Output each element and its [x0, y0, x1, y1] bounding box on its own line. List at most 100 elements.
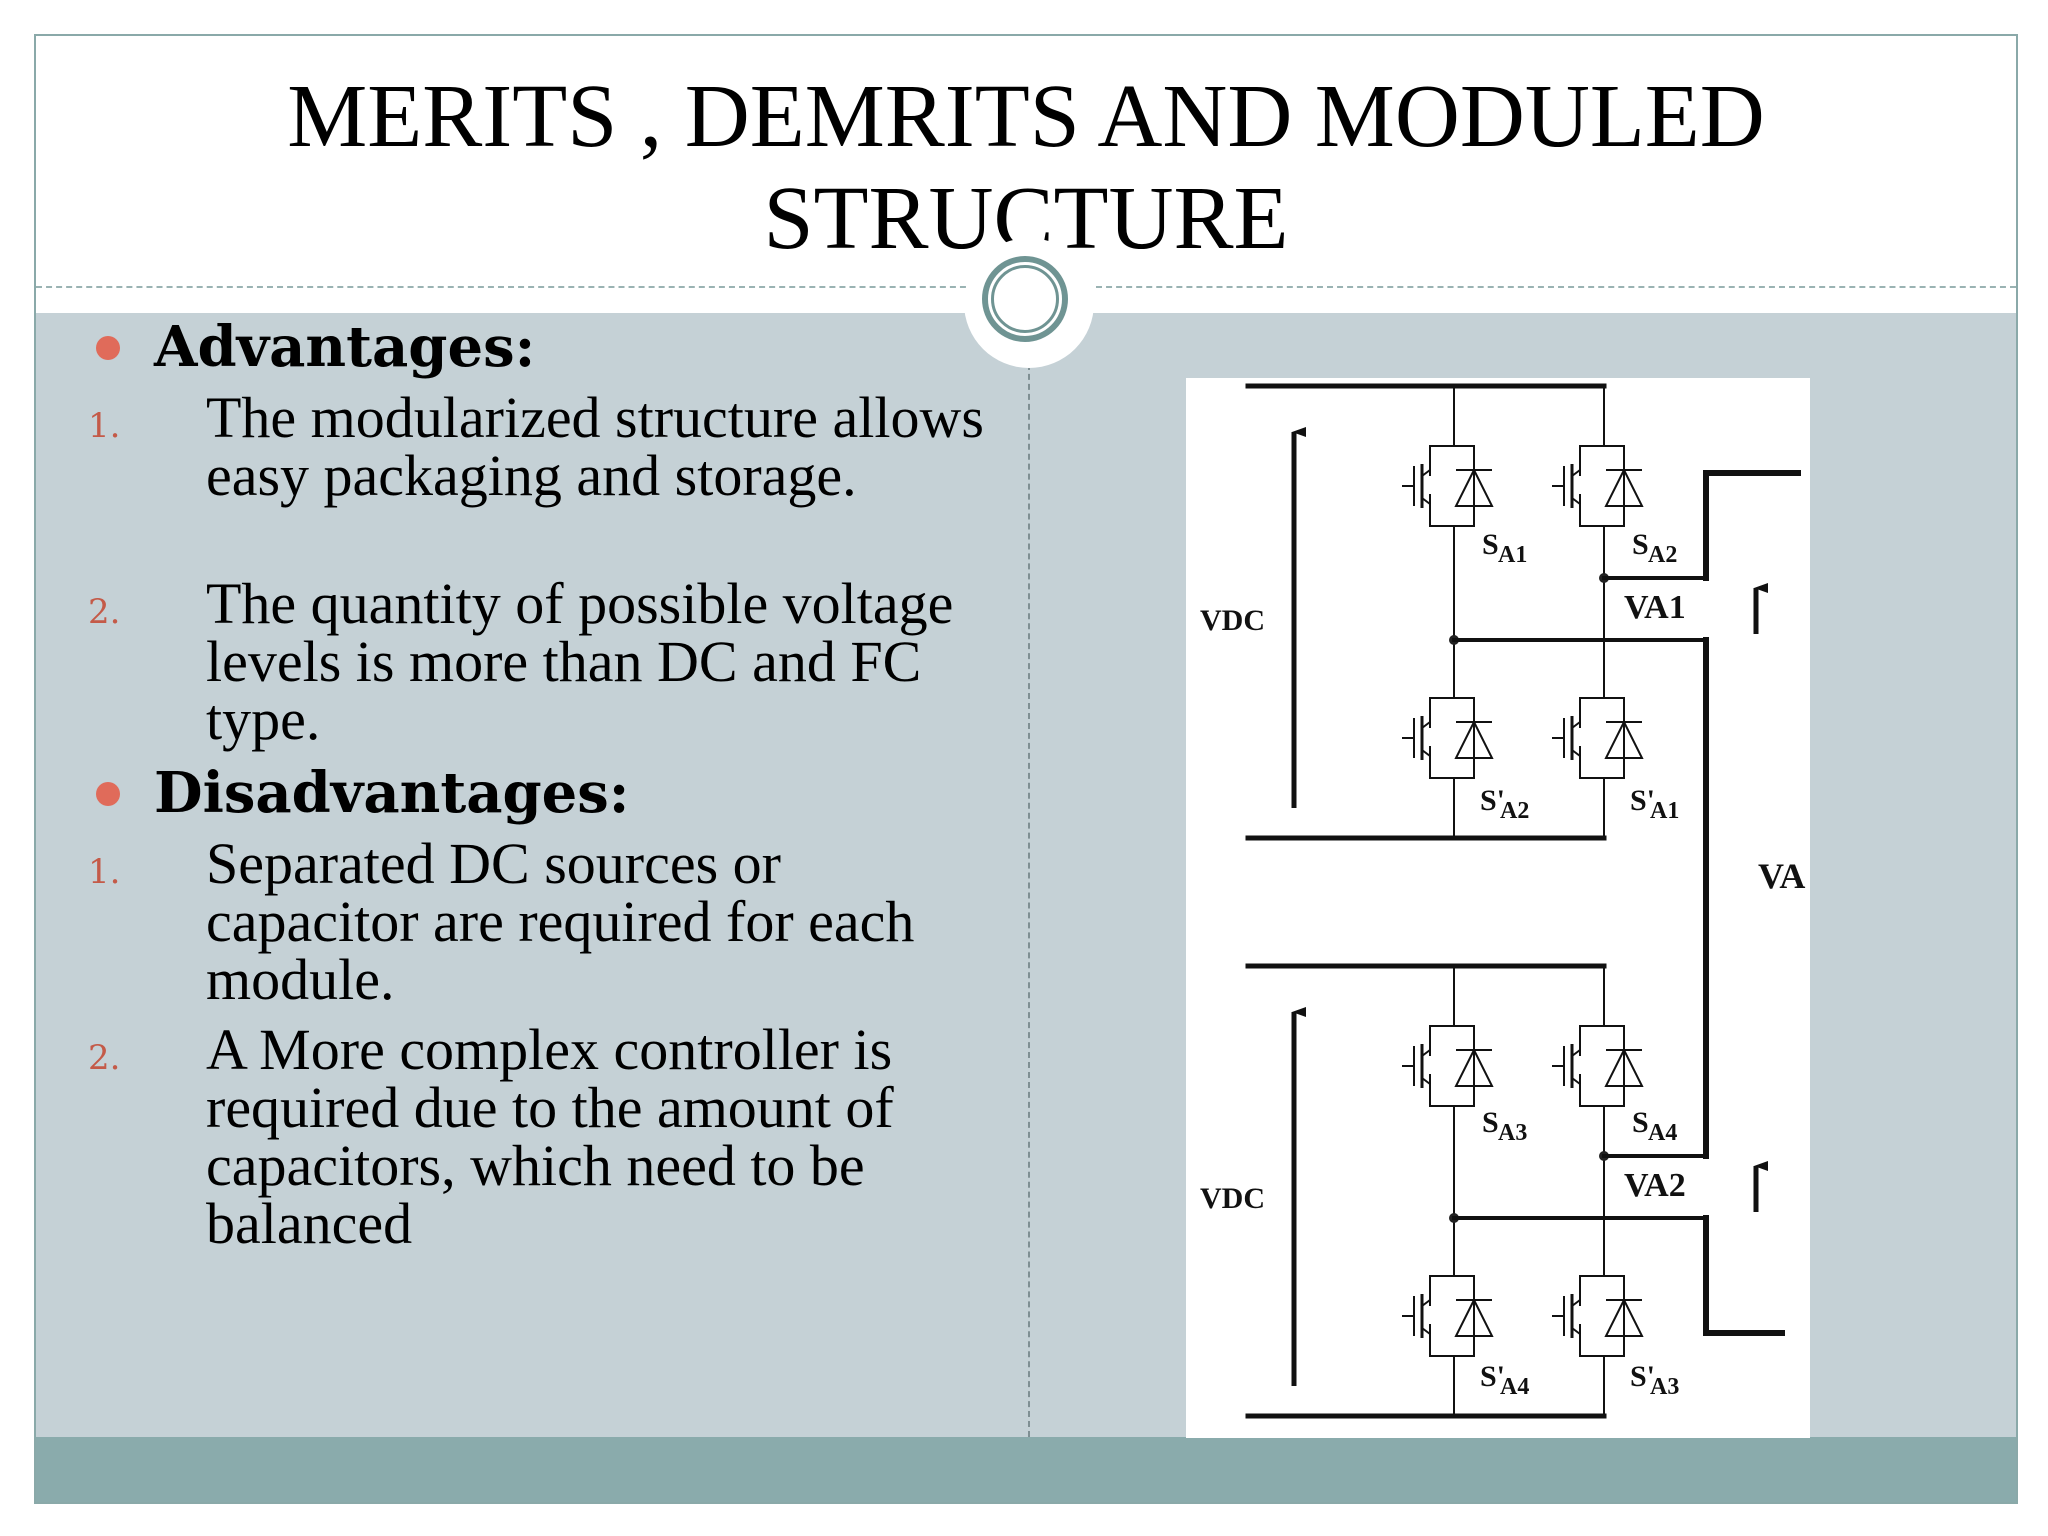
total-output-label: VA — [1758, 856, 1805, 896]
bullet-dot-icon — [96, 782, 120, 806]
igbt-stroke — [1454, 467, 1494, 507]
igbt-stroke — [1604, 445, 1625, 527]
igbt-stroke — [1579, 494, 1605, 562]
igbt-stroke — [1454, 719, 1494, 759]
switch-label: S — [1632, 528, 1649, 561]
igbt-stroke — [1571, 469, 1581, 477]
igbt-stroke — [1429, 746, 1455, 814]
igbt-stroke — [1421, 1327, 1431, 1335]
switch-sub: A2 — [1648, 542, 1677, 568]
igbt-stroke — [1429, 1324, 1455, 1392]
igbt-stroke — [1429, 990, 1455, 1056]
igbt-stroke — [1429, 1074, 1455, 1142]
igbt-stroke — [1571, 721, 1581, 729]
igbt-stroke — [1571, 1049, 1581, 1057]
circuit-wires — [1245, 383, 1801, 1419]
igbt-stroke — [1421, 1077, 1431, 1085]
switch-sub: A4 — [1500, 1374, 1529, 1400]
cascaded-h-bridge-diagram: VDC VA1 S A1 S A2 S' A2 S' A1 VA VDC VA2… — [1186, 378, 1810, 1438]
igbt-stroke — [1429, 662, 1455, 728]
switch-label: S' — [1630, 1360, 1655, 1393]
igbt-stroke — [1579, 410, 1605, 476]
switch-sub: A3 — [1650, 1374, 1679, 1400]
igbt-stroke — [1454, 445, 1475, 527]
switch-sub: A2 — [1500, 798, 1529, 824]
disadvantages-heading: Disadvantages: — [154, 760, 630, 826]
igbt-stroke — [1604, 697, 1625, 779]
igbt-stroke — [1571, 1327, 1581, 1335]
igbt-stroke — [1421, 721, 1431, 729]
igbt-switch-icon — [1552, 990, 1644, 1142]
circuit-svg: VDC VA1 S A1 S A2 S' A2 S' A1 VA VDC VA2… — [1200, 383, 1805, 1419]
igbt-stroke — [1604, 1297, 1644, 1337]
switch-label: S' — [1480, 784, 1505, 817]
switch-label: S' — [1480, 1360, 1505, 1393]
switch-label: S — [1632, 1106, 1649, 1139]
bullet-dot-icon — [96, 336, 120, 360]
igbt-stroke — [1454, 1297, 1494, 1337]
module2-output-label: VA2 — [1624, 1167, 1686, 1204]
igbt-stroke — [1571, 1077, 1581, 1085]
igbt-stroke — [1429, 1240, 1455, 1306]
igbt-stroke — [1579, 1240, 1605, 1306]
advantage-2-number: 2. — [88, 592, 121, 632]
switch-sub: A3 — [1498, 1120, 1527, 1146]
igbt-stroke — [1604, 719, 1644, 759]
igbt-stroke — [1421, 1299, 1431, 1307]
igbt-stroke — [1571, 749, 1581, 757]
slide: MERITS , DEMRITS AND MODULED STRUCTURE A… — [34, 34, 2018, 1504]
igbt-switch-icon — [1552, 410, 1644, 562]
slide-title: MERITS , DEMRITS AND MODULED STRUCTURE — [287, 67, 1765, 268]
igbt-stroke — [1421, 469, 1431, 477]
igbt-switch-icon — [1402, 410, 1494, 562]
igbt-switch-icon — [1402, 990, 1494, 1142]
circuit-switches — [1402, 410, 1644, 1392]
igbt-stroke — [1579, 1074, 1605, 1142]
igbt-switch-icon — [1552, 662, 1644, 814]
disadvantage-2-text: A More complex controller is required du… — [206, 1017, 894, 1256]
title-divider-right — [1096, 286, 2016, 288]
igbt-stroke — [1454, 1047, 1494, 1087]
igbt-stroke — [1604, 1047, 1644, 1087]
module1-vdc-label: VDC — [1200, 604, 1265, 637]
igbt-stroke — [1579, 990, 1605, 1056]
igbt-stroke — [1579, 1324, 1605, 1392]
igbt-stroke — [1421, 497, 1431, 505]
advantage-2-text: The quantity of possible voltage levels … — [206, 571, 954, 752]
igbt-stroke — [1579, 746, 1605, 814]
igbt-stroke — [1429, 494, 1455, 562]
switch-sub: A4 — [1648, 1120, 1677, 1146]
igbt-switch-icon — [1402, 662, 1494, 814]
advantages-heading: Advantages: — [154, 314, 536, 380]
igbt-stroke — [1454, 697, 1475, 779]
switch-label: S' — [1630, 784, 1655, 817]
divider-inner-ring — [991, 265, 1059, 333]
switch-label: S — [1482, 528, 1499, 561]
title-divider-left — [36, 286, 976, 288]
igbt-stroke — [1604, 1025, 1625, 1107]
igbt-stroke — [1579, 662, 1605, 728]
switch-sub: A1 — [1650, 798, 1679, 824]
disadvantage-2-number: 2. — [88, 1038, 121, 1078]
igbt-stroke — [1604, 467, 1644, 507]
module2-vdc-label: VDC — [1200, 1182, 1265, 1215]
disadvantage-1-text: Separated DC sources or capacitor are re… — [206, 831, 915, 1012]
disadvantage-1-number: 1. — [88, 852, 121, 892]
igbt-stroke — [1421, 749, 1431, 757]
igbt-switch-icon — [1552, 1240, 1644, 1392]
footer-bar — [36, 1437, 2016, 1502]
switch-label: S — [1482, 1106, 1499, 1139]
igbt-stroke — [1571, 497, 1581, 505]
advantage-1-number: 1. — [88, 406, 121, 446]
igbt-stroke — [1571, 1299, 1581, 1307]
igbt-switch-icon — [1402, 1240, 1494, 1392]
switch-sub: A1 — [1498, 542, 1527, 568]
igbt-stroke — [1454, 1275, 1475, 1357]
igbt-stroke — [1429, 410, 1455, 476]
advantage-1-text: The modularized structure allows easy pa… — [206, 385, 984, 508]
igbt-stroke — [1604, 1275, 1625, 1357]
igbt-stroke — [1421, 1049, 1431, 1057]
module1-output-label: VA1 — [1624, 589, 1686, 626]
igbt-stroke — [1454, 1025, 1475, 1107]
column-divider — [1028, 344, 1030, 1437]
